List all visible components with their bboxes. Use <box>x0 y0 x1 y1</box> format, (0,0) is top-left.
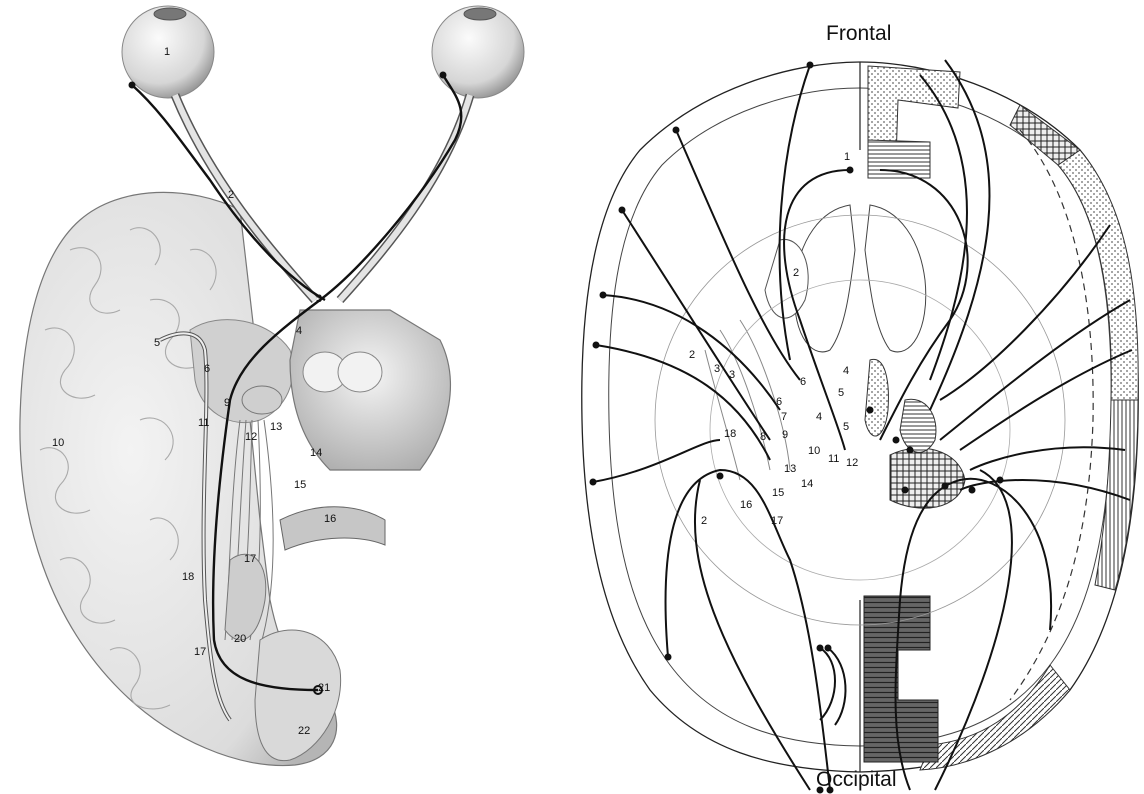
label-r10: 10 <box>808 445 820 457</box>
label-r17: 17 <box>771 515 783 527</box>
label-l20: 20 <box>234 633 246 645</box>
label-r5b: 5 <box>838 387 844 399</box>
label-l22: 22 <box>298 725 310 737</box>
label-l17a: 17 <box>244 553 256 565</box>
label-l2: 2 <box>228 189 234 201</box>
left-anatomical-illustration: 1 2 3 4 5 6 9 10 11 12 13 14 15 16 17 17… <box>20 6 524 766</box>
label-l11: 11 <box>198 417 209 429</box>
label-r2c: 2 <box>701 515 707 527</box>
label-r14: 14 <box>801 478 813 490</box>
label-r15: 15 <box>772 487 784 499</box>
right-optic-nerve <box>340 95 470 300</box>
label-r2b: 2 <box>689 349 695 361</box>
label-r16: 16 <box>740 499 752 511</box>
label-l16: 16 <box>324 513 336 525</box>
right-schematic-section: Frontal Occipital <box>582 22 1138 794</box>
label-r11: 11 <box>828 453 839 465</box>
fibre-endpoints <box>590 62 1004 794</box>
label-r5a: 5 <box>843 421 849 433</box>
label-r4b: 4 <box>816 411 822 423</box>
label-r12: 12 <box>846 457 858 469</box>
thalamus-region-right <box>890 448 965 508</box>
label-r2a: 2 <box>793 267 799 279</box>
caudate-left <box>765 239 808 318</box>
label-l9: 9 <box>224 397 230 409</box>
label-l18: 18 <box>182 571 194 583</box>
label-l12: 12 <box>245 431 257 443</box>
label-r8: 8 <box>760 431 766 443</box>
label-r4a: 4 <box>843 365 849 377</box>
label-l13: 13 <box>270 421 282 433</box>
label-r9: 9 <box>782 429 788 441</box>
label-l4: 4 <box>296 325 302 337</box>
label-l10: 10 <box>52 437 64 449</box>
geniculate-stipple-left <box>865 359 888 436</box>
label-l3: 3 <box>316 293 322 305</box>
label-l21: 21 <box>318 682 330 694</box>
label-l17b: 17 <box>194 646 206 658</box>
label-l15: 15 <box>294 479 306 491</box>
label-r18: 18 <box>724 428 736 440</box>
label-l6: 6 <box>204 363 210 375</box>
label-r13: 13 <box>784 463 796 475</box>
label-l5: 5 <box>154 337 160 349</box>
orientation-frontal: Frontal <box>826 22 891 45</box>
lateral-geniculate <box>242 386 282 414</box>
label-r3b: 3 <box>729 369 735 381</box>
posterior-diagonal-band <box>920 665 1070 770</box>
label-r1: 1 <box>844 151 850 163</box>
label-r3a: 3 <box>714 363 720 375</box>
label-l14: 14 <box>310 447 322 459</box>
label-l1: 1 <box>164 46 170 58</box>
lateral-stipple-band <box>1058 150 1138 400</box>
thalamus-right <box>338 352 382 392</box>
lateral-ventricle-right <box>865 205 926 352</box>
label-r6b: 6 <box>776 396 782 408</box>
label-r7: 7 <box>781 411 787 423</box>
label-r6a: 6 <box>800 376 806 388</box>
